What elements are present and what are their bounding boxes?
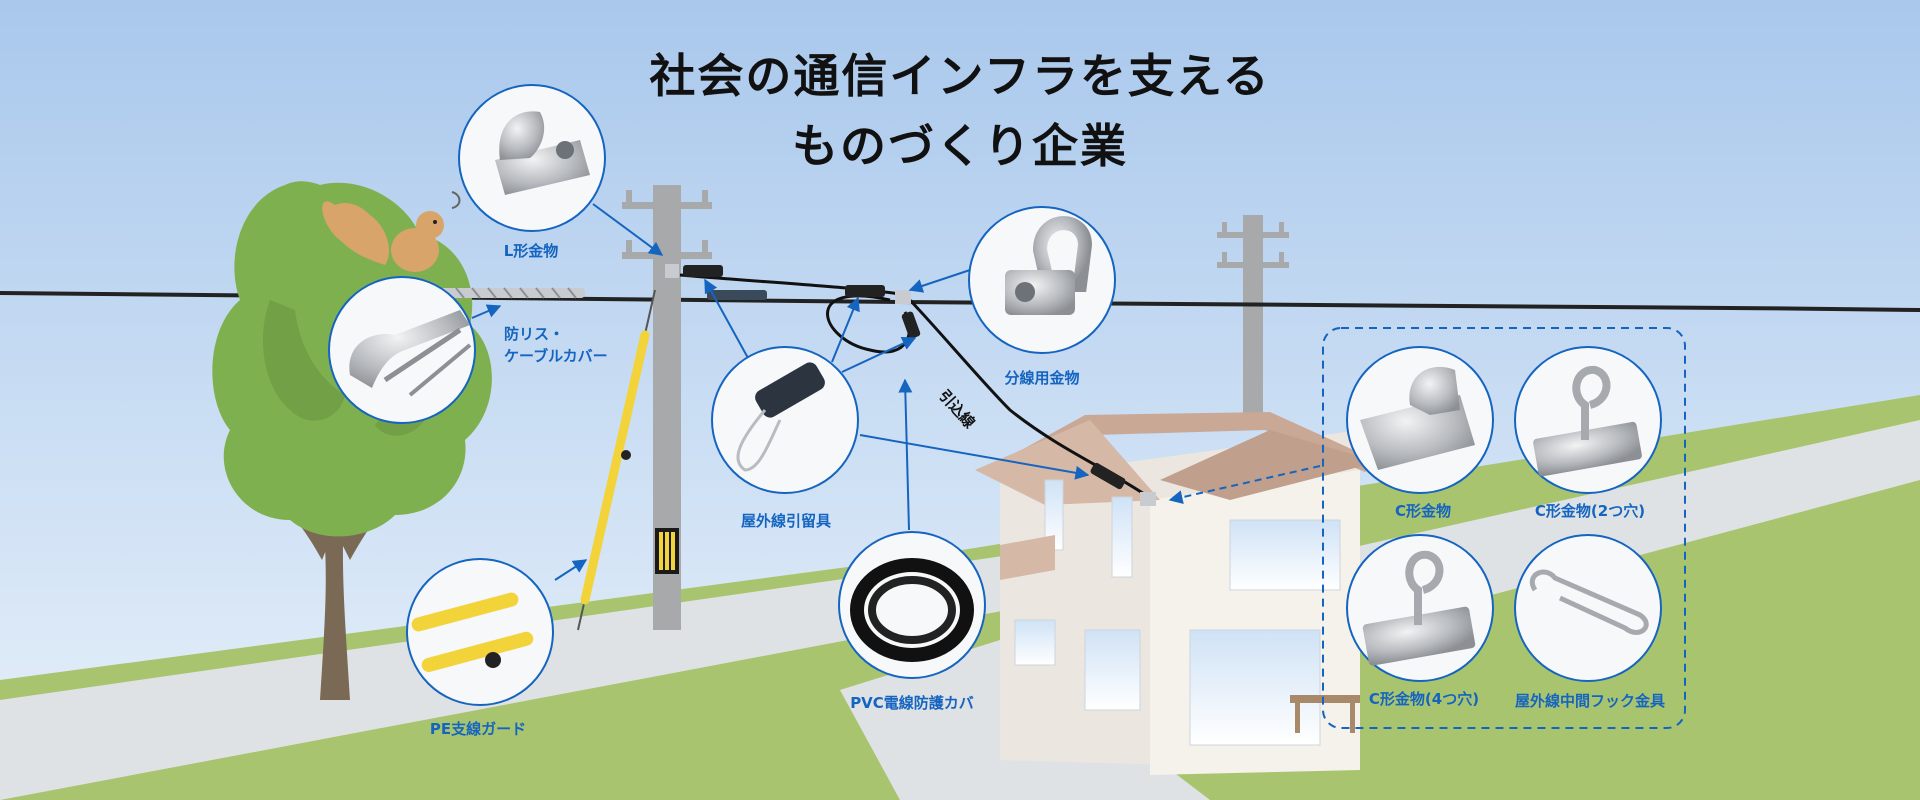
product-thumb-mid-hook — [1514, 534, 1662, 682]
label-c-fitting-4hole: C形金物(4つ穴) — [1368, 690, 1480, 708]
product-thumb-c-fitting-2hole — [1514, 346, 1662, 494]
product-thumb-branch-fitting — [968, 206, 1116, 354]
cable-cover-on-wire — [435, 287, 585, 299]
utility-pole-back — [1217, 215, 1289, 415]
product-thumb-c-fitting — [1346, 346, 1494, 494]
headline-line-2: ものづくり企業 — [792, 119, 1128, 173]
label-mid-hook: 屋外線中間フック金具 — [1514, 692, 1666, 710]
drop-cable — [679, 273, 1151, 500]
product-group-box — [1322, 327, 1686, 729]
utility-pole-main — [622, 185, 712, 630]
product-thumb-anti-squirrel-cover — [328, 276, 476, 424]
label-pvc-cover: PVC電線防護カバ — [850, 694, 974, 712]
squirrel — [322, 191, 461, 272]
label-anti-squirrel-cover-1: 防リス・ — [504, 325, 565, 343]
pointer-arrows — [471, 203, 1321, 581]
label-pe-guard: PE支線ガード — [429, 720, 527, 738]
guy-wire — [577, 289, 656, 631]
product-thumb-pvc-cover — [838, 531, 986, 679]
product-thumb-outdoor-clamp — [711, 346, 859, 494]
product-thumb-c-fitting-4hole — [1346, 534, 1494, 682]
wire-fittings — [665, 264, 1156, 506]
label-outdoor-clamp: 屋外線引留具 — [740, 512, 832, 530]
label-anti-squirrel-cover-2: ケーブルカバー — [504, 347, 608, 365]
product-thumb-l-bracket — [458, 84, 606, 232]
label-l-bracket: L形金物 — [503, 242, 559, 260]
headline-line-1: 社会の通信インフラを支える — [649, 49, 1271, 103]
product-thumb-pe-guard — [406, 558, 554, 706]
label-c-fitting: C形金物 — [1394, 502, 1452, 520]
label-branch-fitting: 分線用金物 — [1004, 369, 1080, 387]
label-c-fitting-2hole: C形金物(2つ穴) — [1534, 502, 1646, 520]
